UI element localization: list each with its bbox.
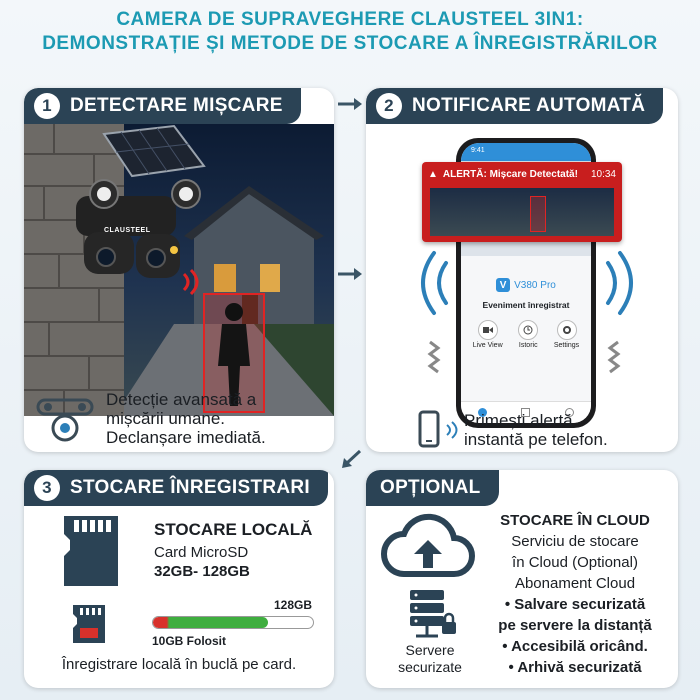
used-label: 10GB Folosit — [152, 634, 227, 648]
caption-line: instantă pe telefon. — [464, 430, 608, 449]
alert-time: 10:34 — [590, 168, 616, 180]
alert-text: ALERTĂ: Mișcare Detectată! — [442, 168, 578, 180]
app-header: V V380 Pro — [461, 278, 591, 292]
caption-line: mișcării umane. — [106, 409, 226, 428]
app-tab-bar — [461, 401, 591, 423]
alert-snapshot-image — [430, 188, 614, 236]
phone-status-bar: 9:41 — [461, 143, 591, 161]
night-scene-image: CLAUSTEEL — [24, 124, 334, 416]
vibration-icon — [427, 340, 441, 374]
history-button[interactable]: Istoric — [518, 320, 539, 349]
cloud-storage-info: STOCARE ÎN CLOUD Serviciu de stocare în … — [480, 510, 670, 678]
clock-icon — [518, 320, 539, 340]
home-tab-icon[interactable] — [478, 408, 488, 417]
status-time: 9:41 — [471, 147, 485, 154]
page-title: CAMERA DE SUPRAVEGHERE CLAUSTEEL 3IN1: D… — [0, 8, 700, 56]
capacity-label: 128GB — [274, 598, 313, 612]
arrow-down-left-icon — [342, 449, 362, 468]
caption-line: Detecție avansată a — [106, 390, 257, 409]
button-label: Live View — [472, 342, 503, 349]
settings-button[interactable]: Settings — [554, 320, 579, 349]
servers-label-line: Servere — [405, 642, 455, 658]
arrow-right-icon — [338, 98, 362, 110]
cloud-upload-icon — [381, 513, 475, 577]
live-view-button[interactable]: Live View — [473, 320, 503, 349]
title-line-1: CAMERA DE SUPRAVEGHERE CLAUSTEEL 3IN1: — [116, 9, 584, 30]
phone-icon — [418, 410, 440, 448]
panel-2-title: NOTIFICARE AUTOMATĂ — [412, 95, 646, 116]
panel-motion-detection: CLAUSTEEL 1 DETECTARE MIȘCARE Detecție a… — [24, 88, 334, 452]
panel-4-header: OPȚIONAL — [366, 470, 499, 506]
app-logo-icon: V — [496, 278, 511, 292]
gear-icon — [556, 320, 577, 340]
security-camera-icon — [36, 398, 94, 441]
panel-3-header: 3 STOCARE ÎNREGISTRARI — [24, 470, 329, 506]
button-label: Settings — [553, 342, 580, 349]
panel-1-caption-text: Detecție avansată a mișcării umane. Decl… — [106, 390, 266, 447]
servers-label-line: securizate — [398, 659, 462, 675]
sd-card-usage-icon — [73, 605, 105, 643]
camera-brand-label: CLAUSTEEL — [104, 227, 151, 234]
app-name: V380 Pro — [514, 279, 556, 291]
cloud-bullet: • Accesibilă oricând. — [502, 638, 648, 655]
server-lock-icon — [410, 590, 456, 638]
panel-3-title: STOCARE ÎNREGISTRARI — [70, 477, 311, 498]
step-number: 3 — [34, 475, 60, 501]
vibration-icon — [607, 340, 621, 374]
card-type: Card MicroSD — [154, 544, 249, 561]
signal-waves-icon — [606, 251, 633, 315]
caption-line: Primești alertă — [464, 411, 573, 430]
storage-usage-bar — [152, 616, 314, 629]
panel-storage: 3 STOCARE ÎNREGISTRARI STOCARE LOCALĂ Ca… — [24, 470, 334, 688]
cloud-line: Abonament Cloud — [514, 575, 636, 592]
cloud-line: Serviciu de stocare — [511, 533, 639, 550]
list-tab-icon[interactable] — [521, 408, 531, 417]
camera-scene-illustration — [24, 124, 334, 416]
title-line-2: DEMONSTRAȚIE ȘI METODE DE STOCARE A ÎNRE… — [42, 33, 658, 54]
button-label: Istoric — [518, 342, 538, 349]
panel-1-header: 1 DETECTARE MIȘCARE — [24, 88, 301, 124]
cloud-bullet: • Arhivă securizată — [508, 659, 642, 676]
storage-footer-text: Înregistrare locală în buclă pe card. — [61, 656, 297, 673]
servers-label: Servere securizate — [376, 642, 484, 676]
caption-line: Declanșare imediată. — [106, 428, 266, 447]
panel-notification: 2 NOTIFICARE AUTOMATĂ 9:41 V V380 Pro Ev… — [366, 88, 678, 452]
app-event-text: Eveniment înregistrat — [482, 300, 570, 310]
panel-1-title: DETECTARE MIȘCARE — [70, 95, 283, 116]
video-icon — [477, 320, 498, 340]
local-storage-title: STOCARE LOCALĂ — [154, 520, 313, 539]
local-storage-info: STOCARE LOCALĂ Card MicroSD 32GB- 128GB — [154, 520, 312, 580]
cloud-line: în Cloud (Optional) — [512, 554, 638, 571]
panel-4-title: OPȚIONAL — [380, 477, 481, 498]
cloud-bullet: pe servere la distanță — [498, 617, 652, 634]
panel-2-caption-text: Primești alertă instantă pe telefon. — [464, 411, 608, 449]
panel-2-caption: Primești alertă instantă pe telefon. — [414, 410, 608, 450]
step-number: 2 — [376, 93, 402, 119]
storage-usage-fill — [153, 617, 269, 628]
signal-waves-icon — [421, 251, 448, 315]
settings-tab-icon[interactable] — [564, 408, 574, 417]
signal-icon — [446, 421, 458, 439]
panel-2-header: 2 NOTIFICARE AUTOMATĂ — [366, 88, 664, 124]
motion-alert-notification[interactable]: ▲ ALERTĂ: Mișcare Detectată! 10:34 — [422, 162, 622, 242]
panel-1-caption: Detecție avansată a mișcării umane. Decl… — [32, 390, 266, 447]
step-number: 1 — [34, 93, 60, 119]
app-buttons: Live View Istoric Settings — [461, 320, 591, 349]
arrow-right-icon — [338, 268, 362, 280]
warning-icon: ▲ — [428, 168, 438, 180]
card-size: 32GB- 128GB — [154, 563, 250, 580]
cloud-title: STOCARE ÎN CLOUD — [500, 512, 650, 529]
cloud-bullet: • Salvare securizată — [504, 596, 646, 613]
panel-cloud-optional: OPȚIONAL Servere securizate STOCARE ÎN C… — [366, 470, 678, 688]
microsd-card-icon — [64, 516, 118, 586]
